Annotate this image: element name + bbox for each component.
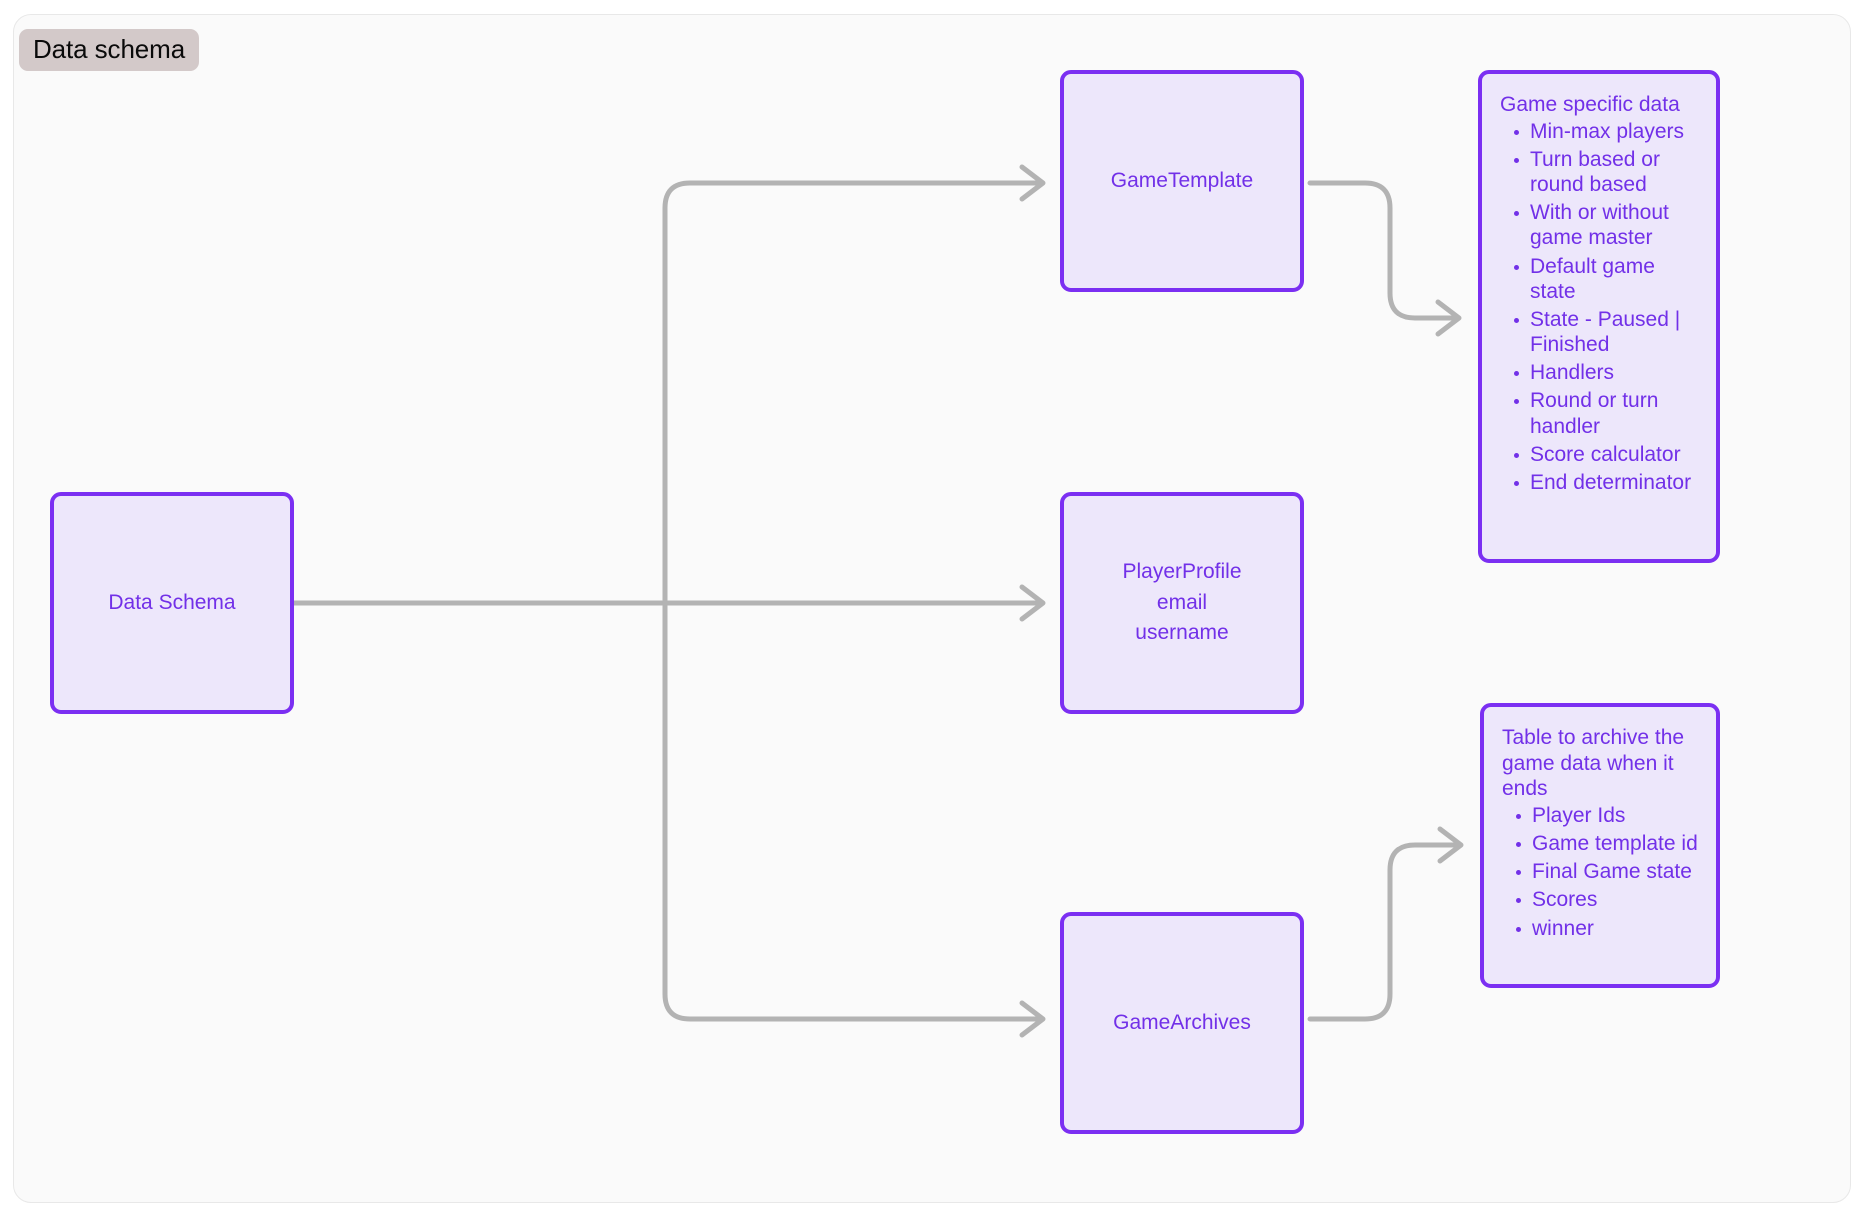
- list-item: Final Game state: [1516, 859, 1700, 884]
- node-game-specific-data[interactable]: Game specific data Min-max players Turn …: [1478, 70, 1720, 563]
- node-playerprofile-line-1: PlayerProfile: [1122, 560, 1242, 584]
- list-item: Turn based or round based: [1514, 147, 1700, 197]
- node-archive-table-heading: Table to archive the game data when it e…: [1502, 726, 1685, 801]
- node-archive-table-list: Player Ids Game template id Final Game s…: [1502, 803, 1700, 941]
- node-gametemplate-label: GameTemplate: [1110, 168, 1254, 192]
- node-archive-table[interactable]: Table to archive the game data when it e…: [1480, 703, 1720, 988]
- list-item: End determinator: [1514, 470, 1700, 495]
- node-gametemplate[interactable]: GameTemplate: [1060, 70, 1304, 292]
- list-item: Min-max players: [1514, 119, 1700, 144]
- node-game-specific-data-heading: Game specific data: [1500, 93, 1680, 116]
- node-playerprofile[interactable]: PlayerProfile email username: [1060, 492, 1304, 714]
- node-playerprofile-label: PlayerProfile email username: [1122, 557, 1241, 649]
- node-data-schema[interactable]: Data Schema: [50, 492, 294, 714]
- node-data-schema-label: Data Schema: [108, 590, 236, 614]
- list-item: Default game state: [1514, 254, 1700, 304]
- list-item: With or without game master: [1514, 200, 1700, 250]
- list-item: Score calculator: [1514, 442, 1700, 467]
- list-item: winner: [1516, 916, 1700, 941]
- list-item: Handlers: [1514, 360, 1700, 385]
- node-gamearchives[interactable]: GameArchives: [1060, 912, 1304, 1134]
- node-gamearchives-label: GameArchives: [1113, 1010, 1251, 1034]
- node-playerprofile-line-3: username: [1135, 621, 1229, 645]
- list-item: Round or turn handler: [1514, 388, 1700, 438]
- list-item: Game template id: [1516, 831, 1700, 856]
- list-item: State - Paused | Finished: [1514, 307, 1700, 357]
- list-item: Scores: [1516, 887, 1700, 912]
- list-item: Player Ids: [1516, 803, 1700, 828]
- node-playerprofile-line-2: email: [1156, 590, 1208, 614]
- node-game-specific-data-list: Min-max players Turn based or round base…: [1500, 119, 1700, 496]
- diagram-title-badge[interactable]: Data schema: [19, 29, 200, 72]
